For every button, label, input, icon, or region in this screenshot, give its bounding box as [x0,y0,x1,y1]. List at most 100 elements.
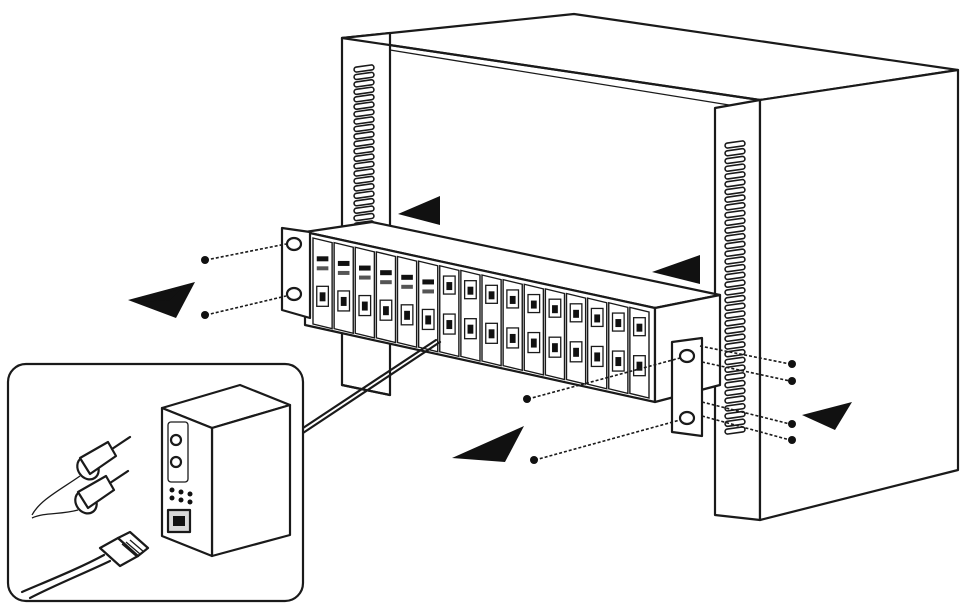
vent-slot [724,387,746,397]
vent-slot [724,256,746,265]
right-mounting-ear [670,336,704,438]
vent-slot [353,205,375,214]
fiber-port-icon [169,433,183,447]
screw-icon [201,256,209,264]
vent-slot [353,79,375,88]
vent-slot [724,395,746,404]
chassis-slots [312,237,650,399]
fiber-connector-icon [74,469,130,515]
vent-slot [724,217,746,227]
vent-slot [353,153,375,162]
detail-inset [6,362,305,603]
vent-slot [724,287,746,296]
fiber-connectors [31,435,132,519]
vent-slot [353,197,375,207]
vent-slot [353,138,375,148]
vent-slot [724,341,746,350]
left-vent-slots [353,64,375,229]
vent-slot [353,108,375,118]
vent-slot [353,212,375,222]
vent-slot [724,232,746,242]
arrow-right-chassis [802,402,852,430]
led-indicators [169,487,193,505]
vent-slot [724,186,746,196]
slot-card [502,278,523,372]
screw-icon [523,395,531,403]
vent-slot [353,160,375,170]
vent-slot [353,145,375,155]
arrow-rack-top-left [398,196,440,225]
rack-right-post [713,98,762,522]
rack-side-panel [758,68,960,522]
slot-card [544,287,566,381]
vent-slot [353,64,375,73]
slot-card [333,241,354,335]
vent-slot [353,131,375,140]
vent-slot [353,86,375,96]
slot-card [396,255,418,349]
vent-slot [353,93,375,103]
slot-card [439,264,460,358]
vent-slot [724,178,746,188]
vent-slot [724,410,746,420]
vent-slot [724,194,746,203]
vent-slot [353,123,375,133]
ear-hole-bottom-right [678,410,696,426]
vent-slot [724,418,746,428]
slot-card [417,260,439,353]
vent-slot [724,294,746,304]
vent-slot [353,175,375,185]
vent-slot [353,101,375,110]
callout-leader [298,338,438,432]
ear-hole-top-right [678,348,696,364]
vent-slot [724,279,746,288]
mounting-arrows [128,196,852,462]
vent-slot [724,225,746,234]
vent-slot [724,333,746,343]
vent-slot [724,372,746,381]
vent-slot [353,116,375,125]
slot-card [523,283,545,376]
vent-slot [724,240,746,250]
vent-slot [353,71,375,81]
media-converter-card [160,383,292,558]
vent-slot [724,155,746,165]
slot-card [481,274,502,367]
right-vent-slots [724,140,746,435]
screw-icon [788,436,796,444]
vent-slot [724,171,746,180]
vent-slot [353,190,375,200]
vent-slot [724,426,746,435]
vent-slot [724,356,746,366]
screw-icon [788,377,796,385]
vent-slot [724,302,746,312]
slot-card [608,301,629,395]
vent-slot [724,163,746,173]
ear-hole-top-left [285,236,303,252]
screw-icon [201,311,209,319]
slot-card [586,297,608,390]
fiber-connector-icon [76,435,132,481]
slot-card [312,237,333,330]
screw-icon [530,456,538,464]
vent-slot [724,147,746,157]
screw-icon [788,420,796,428]
arrow-rack-top-right [652,255,700,284]
fiber-port-icon [169,455,183,469]
ear-hole-bottom-left [285,286,303,302]
screws [201,243,796,464]
vent-slot [353,183,375,192]
vent-slot [724,201,746,211]
rj45-cable-icon [20,530,150,600]
vent-slot [724,317,746,327]
vent-slot [724,310,746,319]
vent-slot [724,325,746,335]
slot-card [375,250,397,344]
vent-slot [724,140,746,149]
vent-slot [724,271,746,281]
vent-slot [724,379,746,389]
vent-slot [724,364,746,374]
vent-slot [724,402,746,412]
